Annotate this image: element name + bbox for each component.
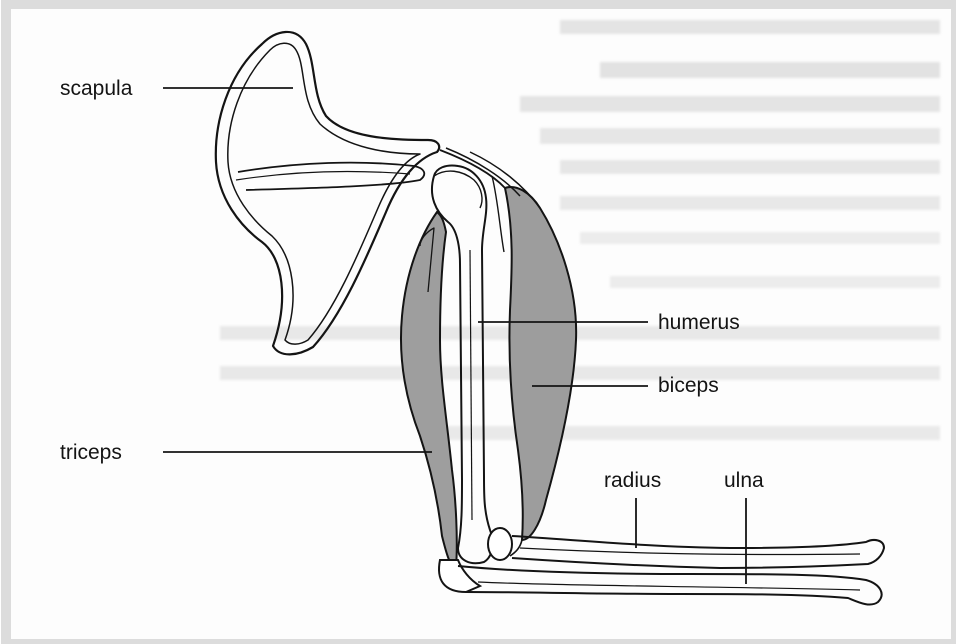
label-triceps: triceps <box>60 441 122 464</box>
label-biceps: biceps <box>658 374 719 397</box>
label-ulna: ulna <box>724 469 764 492</box>
label-radius: radius <box>604 469 661 492</box>
label-humerus: humerus <box>658 311 740 334</box>
label-scapula: scapula <box>60 77 133 100</box>
